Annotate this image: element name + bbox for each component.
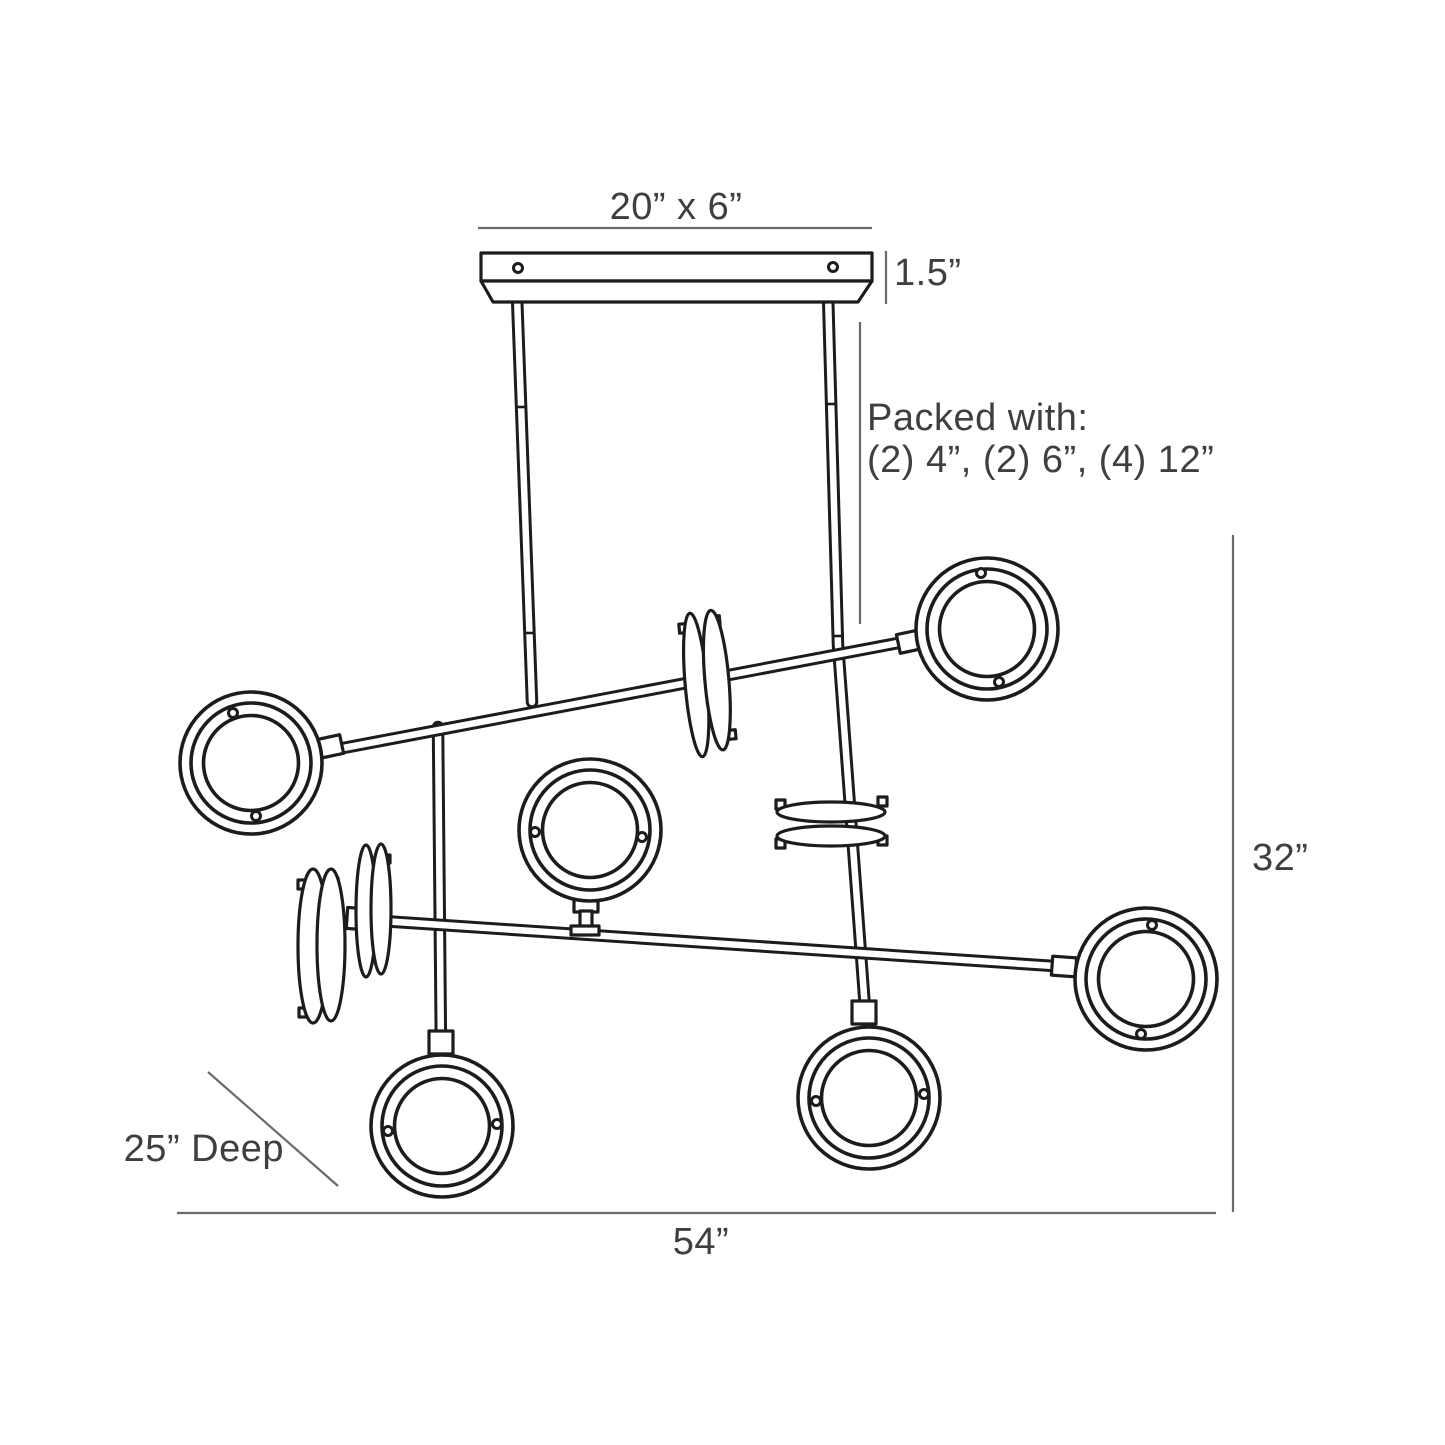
disc-rim-top [775, 800, 887, 824]
dimension-overall-width: 54” [177, 1211, 1216, 1263]
ring-screw [529, 826, 541, 838]
ring-outer [914, 556, 1060, 702]
ring-mid [925, 567, 1049, 691]
ring-joint-block [427, 1029, 455, 1056]
label-packed-line2: (2) 4”, (2) 6”, (4) 12” [867, 439, 1214, 481]
canopy-screw-left [512, 262, 524, 274]
ring-inner [1096, 929, 1196, 1029]
ring-light-middle [517, 757, 663, 937]
disc-profile-flat-right [774, 795, 889, 850]
ring-mid [189, 701, 313, 825]
ring-light-left [178, 690, 346, 836]
ring-screw [1135, 1028, 1147, 1040]
ring-screw [1146, 919, 1158, 931]
arm-lower [345, 912, 1061, 973]
label-packed-line1: Packed with: [867, 397, 1088, 439]
ring-outer [517, 757, 663, 903]
ring-joint-block [850, 999, 878, 1026]
ring-stem [569, 924, 601, 937]
dimension-canopy-width: 20” x 6” [478, 186, 872, 230]
disc-rim-front [701, 608, 732, 752]
dimension-depth: 25” Deep [124, 1071, 339, 1187]
ring-outer [796, 1025, 942, 1171]
ring-screw [636, 831, 648, 843]
ring-mid [807, 1036, 931, 1160]
ring-screw [918, 1088, 930, 1100]
dimension-line-depth [207, 1071, 339, 1187]
disc-large-rim-front [315, 867, 347, 1023]
ring-inner [201, 713, 301, 813]
ring-light-bottom-right [796, 999, 942, 1171]
label-canopy-thickness: 1.5” [894, 252, 961, 294]
ring-connector [1049, 954, 1079, 979]
ring-mid [1084, 917, 1208, 1041]
ring-screw [227, 707, 239, 719]
ring-inner [819, 1048, 919, 1148]
disc-tab [876, 795, 889, 808]
ring-inner [937, 579, 1037, 679]
arm-upper [331, 636, 905, 756]
ring-screw [382, 1125, 394, 1137]
ring-screw [993, 676, 1005, 688]
disc-small-rim-front [369, 842, 393, 976]
hang-rod-right [821, 287, 873, 1029]
canopy-face [479, 251, 874, 283]
label-depth: 25” Deep [124, 1128, 284, 1170]
dimension-overall-height: 32” [1231, 535, 1308, 1212]
ring-screw [491, 1118, 503, 1130]
ring-screw [810, 1095, 822, 1107]
canopy-flange [479, 279, 874, 304]
ring-light-top-right [894, 556, 1060, 702]
ring-outer [178, 690, 324, 836]
dimension-canopy-thickness: 1.5” [884, 251, 961, 304]
dimension-packed-with: Packed with: (2) 4”, (2) 6”, (4) 12” [858, 322, 1214, 624]
label-canopy-size: 20” x 6” [610, 186, 743, 228]
ring-screw [975, 567, 987, 579]
disc-pair-left [296, 842, 393, 1025]
label-overall-height: 32” [1252, 837, 1308, 879]
disc-profile-upper [677, 608, 738, 759]
ring-outer [369, 1053, 515, 1199]
ring-inner [392, 1076, 492, 1176]
ring-inner [540, 780, 640, 880]
ceiling-canopy [479, 251, 874, 304]
label-overall-width: 54” [673, 1221, 729, 1263]
disc-rim-bottom [775, 824, 887, 848]
hang-rod-left [510, 289, 539, 709]
ring-light-bottom-left [369, 1029, 515, 1199]
ring-light-middle-right [1049, 906, 1219, 1052]
ring-outer [1073, 906, 1219, 1052]
canopy-screw-right [827, 261, 839, 273]
center-drop-rod [431, 720, 448, 1059]
ring-screw [250, 810, 262, 822]
